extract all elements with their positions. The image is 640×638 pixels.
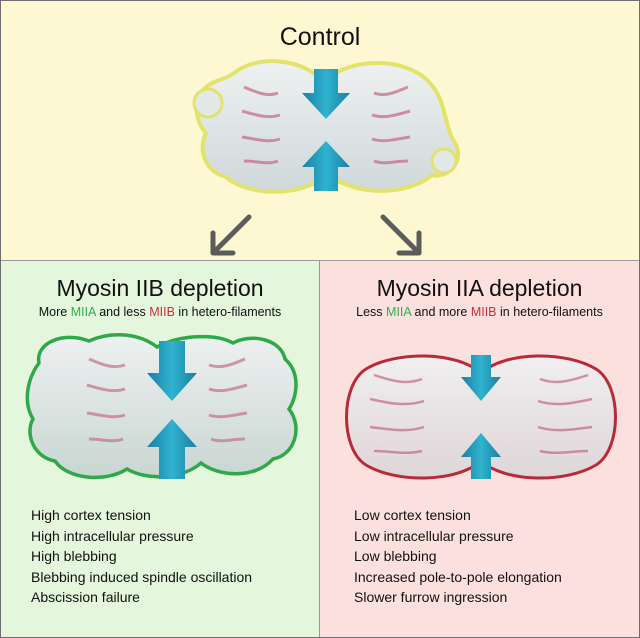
list-item: Increased pole-to-pole elongation: [354, 568, 562, 585]
list-item: High intracellular pressure: [31, 527, 194, 544]
myosin-iia-depletion-panel: Myosin IIA depletion Less MIIA and more …: [320, 260, 639, 637]
list-item: Abscission failure: [31, 589, 140, 605]
miia-label: MIIA: [70, 305, 96, 319]
list-item: High cortex tension: [31, 507, 151, 523]
miib-label: MIIB: [470, 305, 497, 319]
myosin-iib-depletion-panel: Myosin IIB depletion More MIIA and less …: [1, 260, 320, 637]
panel-subtitle: More MIIA and less MIIB in hetero-filame…: [38, 305, 282, 319]
list-item: Slower furrow ingression: [354, 589, 508, 605]
miib-label: MIIB: [149, 305, 175, 319]
control-panel: Control: [1, 1, 639, 260]
elongated-cell-icon: [345, 354, 617, 480]
list-item: Low cortex tension: [354, 507, 471, 523]
panel-title: Myosin IIA depletion: [376, 275, 583, 301]
list-item: Blebbing induced spindle oscillation: [31, 568, 253, 585]
down-left-arrow-icon: [210, 214, 252, 256]
panel-subtitle: Less MIIA and more MIIB in hetero-filame…: [356, 305, 603, 319]
list-item: Low blebbing: [354, 548, 437, 564]
list-item: High blebbing: [31, 548, 117, 564]
control-title: Control: [279, 23, 361, 51]
down-right-arrow-icon: [380, 214, 422, 256]
panel-title: Myosin IIB depletion: [56, 275, 264, 301]
list-item: Low intracellular pressure: [354, 527, 514, 544]
control-cell-icon: [192, 59, 460, 194]
blebbing-cell-icon: [25, 333, 298, 480]
miia-label: MIIA: [386, 305, 412, 319]
effects-list: High cortex tension High intracellular p…: [31, 505, 252, 608]
effects-list: Low cortex tension Low intracellular pre…: [354, 505, 562, 608]
